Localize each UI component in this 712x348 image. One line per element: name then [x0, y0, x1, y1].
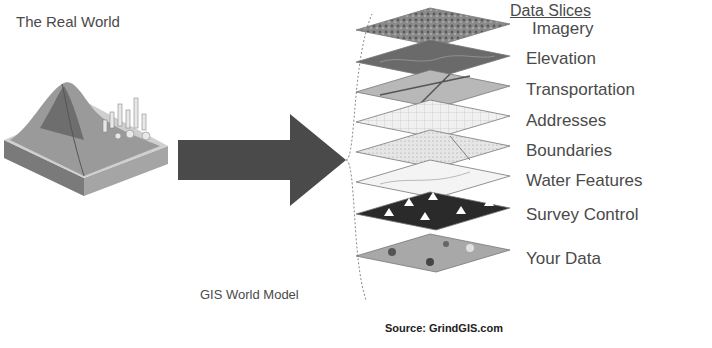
region-label: GIS World Model [200, 288, 299, 302]
layer-name: Addresses [526, 112, 606, 131]
layer-name: Elevation [526, 50, 596, 69]
data-layers [356, 8, 510, 272]
layer-name: Survey Control [526, 206, 638, 225]
region-label: The Real World [16, 14, 120, 31]
layer-name: Boundaries [526, 142, 612, 161]
layer-name: Water Features [526, 172, 643, 191]
layer-name: Your Data [526, 250, 601, 269]
terrain-block [4, 82, 168, 196]
heading: Data Slices [510, 2, 591, 20]
arrow [178, 114, 346, 206]
layer-name: Transportation [526, 81, 635, 100]
layer-name: Imagery [532, 20, 593, 39]
source-note: Source: GrindGIS.com [385, 322, 503, 334]
